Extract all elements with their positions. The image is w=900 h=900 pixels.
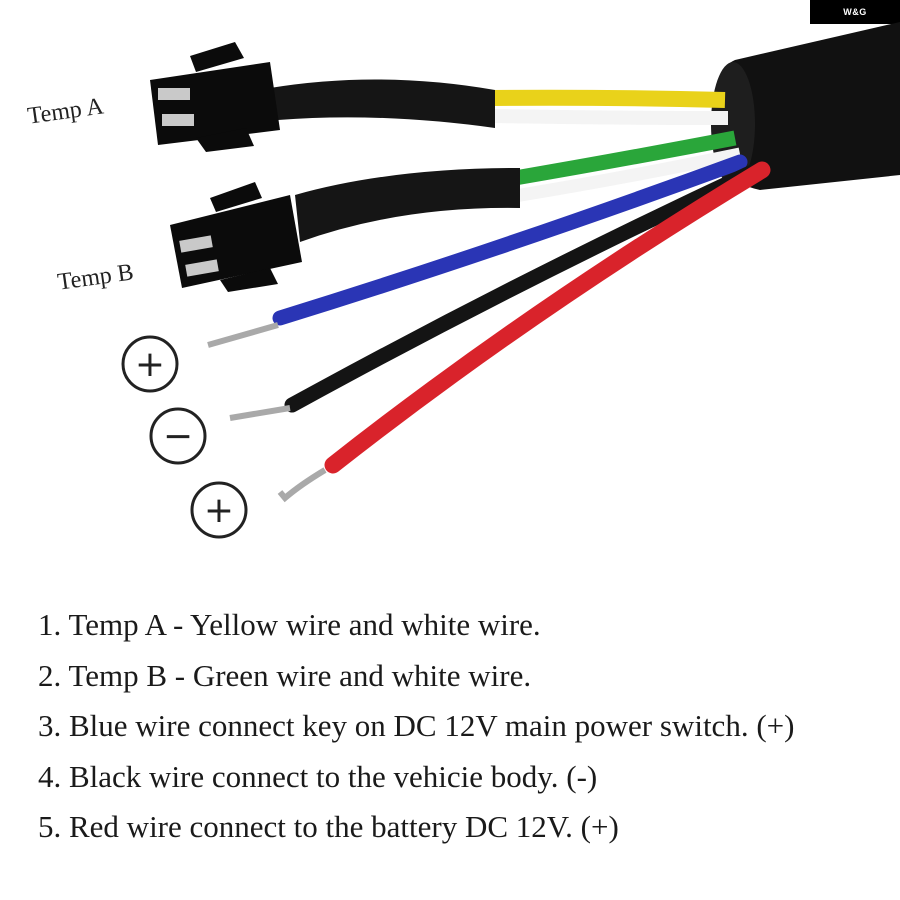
black-wire bbox=[284, 164, 760, 413]
minus-symbol-black: − bbox=[149, 407, 207, 465]
svg-text:+: + bbox=[135, 344, 165, 385]
white-wire-b bbox=[513, 147, 742, 203]
note-item: 4. Black wire connect to the vehicie bod… bbox=[38, 758, 598, 794]
blue-wire bbox=[272, 154, 748, 326]
temp-b-connector bbox=[170, 182, 302, 292]
red-wire-tip bbox=[277, 467, 327, 503]
note-item: 5. Red wire connect to the battery DC 12… bbox=[38, 809, 619, 844]
note-item: 3. Blue wire connect key on DC 12V main … bbox=[38, 708, 795, 743]
temp-a-sleeve bbox=[270, 79, 495, 128]
note-item: 1. Temp A - Yellow wire and white wire. bbox=[38, 607, 541, 642]
red-wire bbox=[324, 161, 771, 474]
main-cable-sheath bbox=[712, 22, 900, 190]
logo-text: W&G bbox=[843, 7, 867, 17]
green-wire bbox=[513, 130, 737, 186]
temp-b-sleeve bbox=[295, 168, 520, 242]
temp-a-connector bbox=[150, 42, 280, 152]
svg-text:+: + bbox=[204, 490, 234, 531]
plus-symbol-blue: + bbox=[121, 335, 179, 393]
black-wire-tip bbox=[229, 405, 291, 421]
blue-wire-tip bbox=[207, 322, 279, 348]
note-item: 2. Temp B - Green wire and white wire. bbox=[38, 657, 532, 693]
brand-logo: W&G bbox=[810, 0, 900, 24]
plus-symbol-red: + bbox=[190, 481, 248, 539]
white-wire-a bbox=[489, 109, 729, 125]
svg-text:−: − bbox=[163, 416, 193, 457]
wiring-diagram: + − + bbox=[121, 22, 900, 539]
yellow-wire bbox=[489, 89, 726, 108]
wiring-notes: 1. Temp A - Yellow wire and white wire. … bbox=[38, 600, 794, 853]
